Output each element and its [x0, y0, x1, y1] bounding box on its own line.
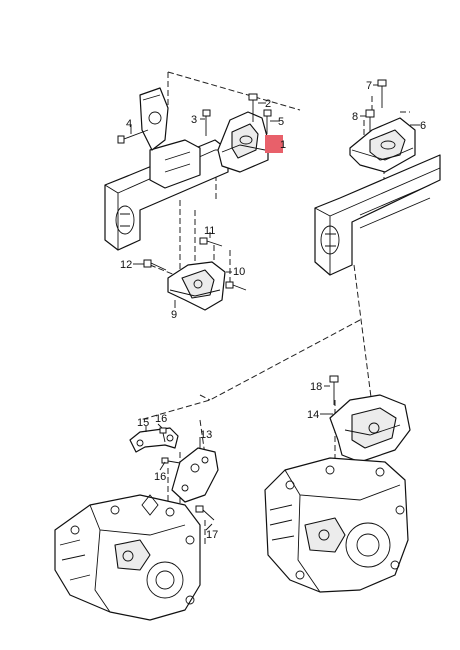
- bolt-16a: [159, 427, 167, 443]
- bolt-12: [143, 259, 167, 271]
- callout-15[interactable]: 15: [137, 417, 149, 429]
- left-subframe-beam: [104, 87, 229, 251]
- callout-17[interactable]: 17: [206, 529, 218, 541]
- callout-leaders: [130, 84, 420, 531]
- right-subframe-beam: [314, 154, 441, 276]
- callout-5[interactable]: 5: [278, 116, 284, 128]
- bolt-3: [202, 109, 211, 136]
- callout-16-upper[interactable]: 16: [155, 413, 167, 425]
- bolt-8: [365, 109, 375, 132]
- bolt-17: [195, 505, 215, 521]
- left-gearbox-housing: [54, 494, 201, 621]
- bracket-part-13: [171, 447, 219, 503]
- pendulum-support-part-9: [167, 261, 226, 311]
- highlight-box-callout-1: [265, 135, 283, 153]
- bolt-4: [117, 129, 149, 144]
- bracket-part-14: [329, 394, 411, 463]
- bolt-11: [199, 237, 223, 247]
- callout-9[interactable]: 9: [171, 309, 177, 321]
- callout-8[interactable]: 8: [352, 111, 358, 123]
- transmission-mount-part-6: [349, 117, 416, 173]
- callout-4[interactable]: 4: [126, 118, 132, 130]
- callout-3[interactable]: 3: [191, 114, 197, 126]
- bolt-16b: [161, 457, 181, 464]
- callout-11[interactable]: 11: [204, 225, 215, 237]
- bolt-18: [329, 375, 339, 405]
- bolt-10: [225, 281, 247, 291]
- right-gearbox-housing: [264, 457, 409, 593]
- bolt-5: [263, 109, 272, 134]
- callout-2[interactable]: 2: [265, 98, 271, 110]
- fasteners: [117, 79, 387, 521]
- callout-16-lower[interactable]: 16: [154, 471, 166, 483]
- bolt-2: [248, 93, 258, 122]
- callout-14[interactable]: 14: [307, 409, 319, 421]
- callout-12[interactable]: 12: [120, 259, 132, 271]
- callout-10[interactable]: 10: [233, 266, 245, 278]
- callout-7[interactable]: 7: [366, 80, 372, 92]
- stay-part-15: [129, 427, 179, 453]
- callout-1[interactable]: 1: [280, 139, 286, 151]
- engine-mount-part-1: [217, 111, 269, 173]
- bolt-7: [377, 79, 387, 108]
- callout-18[interactable]: 18: [310, 381, 322, 393]
- callout-labels: 1 2 3 4 5 6 7 8 9 10 11 12 13 14 15 16 1…: [120, 80, 426, 541]
- callout-6[interactable]: 6: [420, 120, 426, 132]
- callout-13[interactable]: 13: [200, 429, 212, 441]
